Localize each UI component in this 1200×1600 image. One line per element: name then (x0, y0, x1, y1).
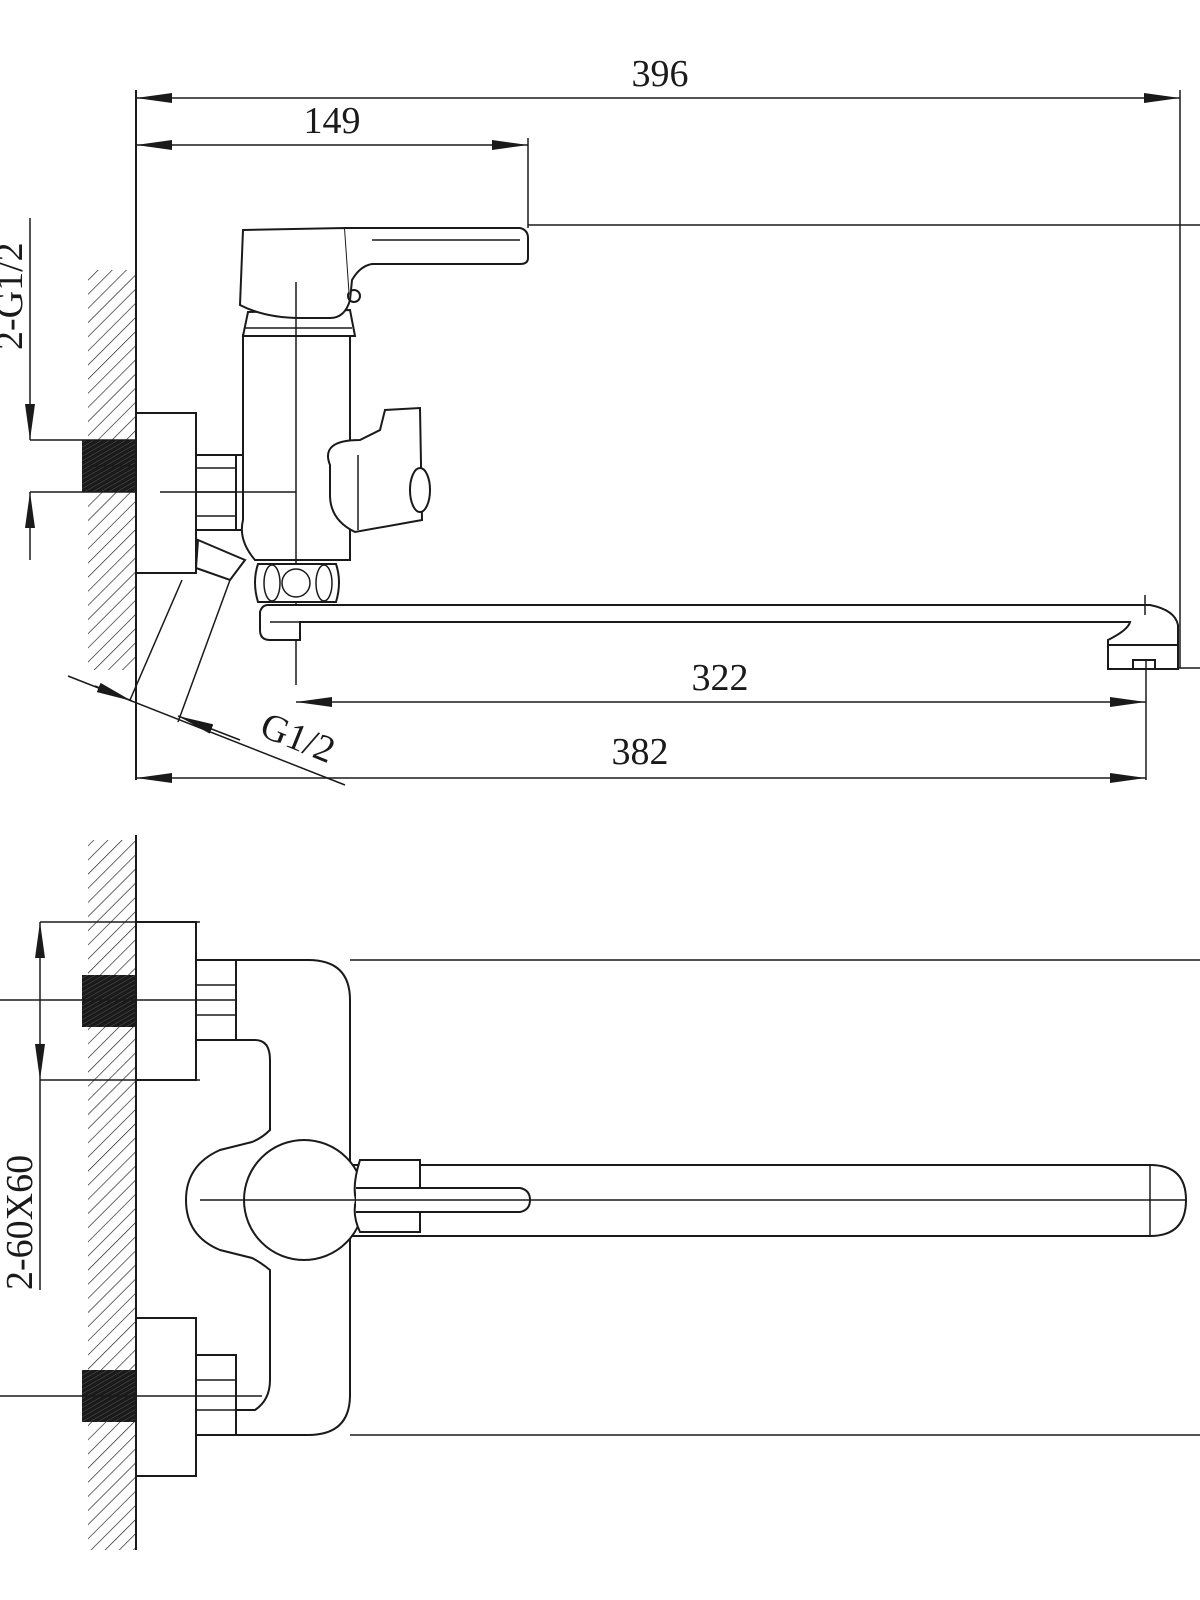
wall-flange-lower (135, 1317, 197, 1477)
wall-flange (135, 412, 197, 574)
dim-spout-reach: 322 (692, 657, 749, 699)
dim-overall-height: 396 (632, 53, 689, 95)
wall-flange-upper (135, 921, 197, 1081)
mixer-lever (345, 227, 529, 301)
mixer-body-top (184, 959, 1188, 1436)
mixer-handle-head (238, 226, 352, 319)
dim-outlet-thread: G1/2 (255, 704, 341, 771)
top-view: 2-60X60 (0, 835, 1200, 1550)
side-view: 396 149 322 382 2-G1/2 G1/2 (0, 53, 1200, 786)
diverter-lever (327, 406, 424, 534)
inlet-thread-upper (82, 975, 136, 1027)
wall-hatch-lower (88, 840, 136, 1550)
dim-handle-offset: 149 (304, 100, 361, 142)
spout (259, 604, 1179, 646)
dim-inlet-thread: 2-G1/2 (0, 242, 31, 350)
hex-nut-lower (195, 1354, 237, 1436)
dim-overall-depth: 382 (612, 731, 669, 773)
diverter-knob (409, 467, 431, 513)
spout-swivel (254, 563, 340, 603)
dim-mounting-spacing: 2-60X60 (0, 1155, 41, 1290)
outlet-connector (194, 538, 247, 582)
